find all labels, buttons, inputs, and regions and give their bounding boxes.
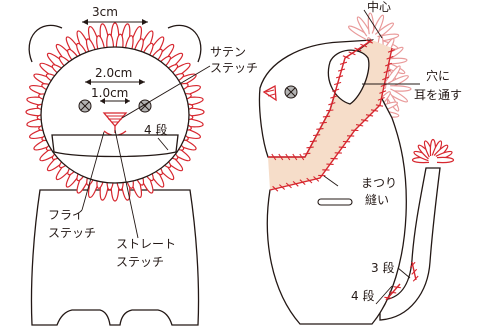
label-hole-1: 穴に <box>426 68 450 83</box>
label-whip-2: 縫い <box>365 192 389 207</box>
stitch-tick <box>394 287 401 288</box>
label-satin-1: サテン <box>210 45 246 59</box>
label-fly-2: ステッチ <box>48 226 96 240</box>
stitch-tick <box>303 153 310 154</box>
leader-3-rows <box>398 268 410 278</box>
label-3cm: 3cm <box>92 5 118 19</box>
label-straight-1: ストレート <box>116 237 176 251</box>
label-4-rows-side: 4 段 <box>351 288 374 303</box>
label-whip-1: まつり <box>361 176 397 190</box>
side-slot <box>318 199 352 205</box>
label-straight-2: ステッチ <box>116 255 164 269</box>
label-3-rows: 3 段 <box>371 260 394 275</box>
label-center: 中心 <box>367 0 391 14</box>
stitch-tick <box>320 122 327 123</box>
label-2cm: 2.0cm <box>95 66 132 80</box>
label-satin-2: ステッチ <box>210 61 258 75</box>
front-lion <box>26 19 210 325</box>
front-eye-left <box>79 100 91 112</box>
tail-tuft-loop <box>437 157 454 162</box>
stitch-tick <box>316 129 323 130</box>
label-fly-1: フライ <box>48 208 84 222</box>
side-lion <box>259 10 453 324</box>
front-muzzle <box>52 135 178 157</box>
tail-tuft <box>413 140 454 163</box>
stitch-tick <box>307 147 314 148</box>
stitch-tick <box>326 110 333 111</box>
stitch-tick <box>323 116 330 117</box>
label-hole-2: 耳を通す <box>414 88 462 102</box>
side-eye <box>285 86 297 98</box>
label-1cm: 1.0cm <box>91 86 128 100</box>
stitch-tick <box>310 141 317 142</box>
label-4-rows-front: 4 段 <box>144 122 167 137</box>
